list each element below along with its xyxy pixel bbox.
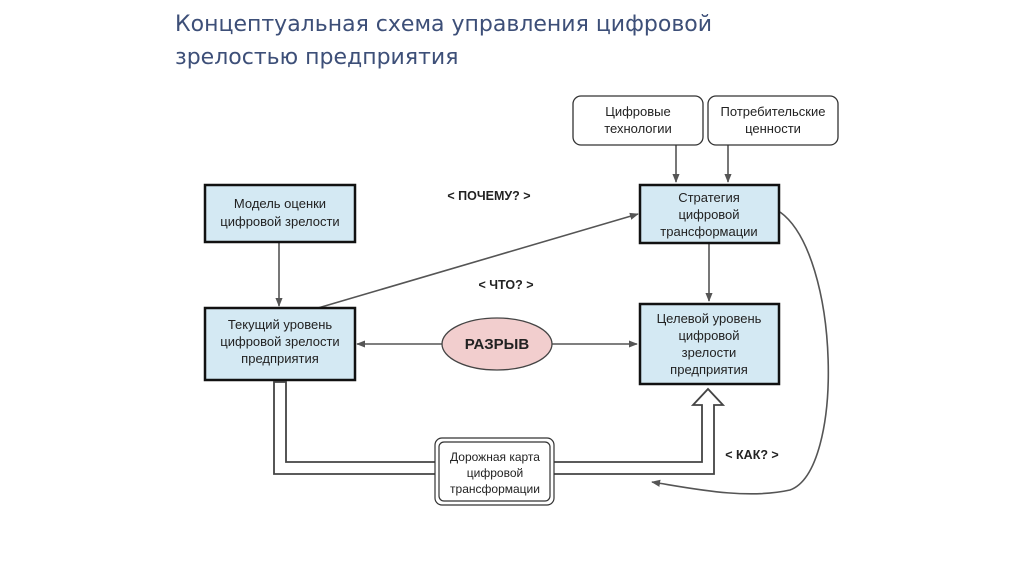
target-level-box: Целевой уровень цифровой зрелости предпр…: [638, 302, 781, 386]
why-label: < ПОЧЕМУ? >: [447, 189, 530, 203]
model-box-line-1: Модель оценки: [234, 196, 326, 211]
model-box-line-2: цифровой зрелости: [220, 214, 339, 229]
roadmap-box-line-3: трансформации: [450, 482, 540, 496]
roadmap-box-line-2: цифровой: [467, 466, 523, 480]
values-box: Потребительские ценности: [707, 95, 839, 146]
strategy-box-line-3: трансформации: [660, 224, 757, 239]
title-line-2: зрелостью предприятия: [175, 45, 459, 70]
target-box-line-2: цифровой: [678, 328, 739, 343]
target-box-line-4: предприятия: [670, 362, 748, 377]
current-box-line-2: цифровой зрелости: [220, 334, 339, 349]
slide-title: Концептуальная схема управления цифровой…: [175, 8, 875, 74]
model-box: Модель оценки цифровой зрелости: [203, 183, 357, 244]
gap-label: РАЗРЫВ: [465, 336, 530, 353]
title-line-1: Концептуальная схема управления цифровой: [175, 12, 713, 37]
target-box-line-3: зрелости: [682, 345, 737, 360]
arrow-strategy-to-roadmap: [651, 211, 830, 495]
gap-ellipse: РАЗРЫВ: [441, 317, 553, 371]
strategy-box-line-2: цифровой: [678, 207, 739, 222]
how-label: < КАК? >: [725, 448, 778, 462]
strategy-box-line-1: Стратегия: [678, 190, 740, 205]
current-box-line-1: Текущий уровень: [228, 317, 333, 332]
tech-box-line-2: технологии: [604, 121, 672, 136]
tech-box-line-1: Цифровые: [605, 104, 671, 119]
tech-box: Цифровые технологии: [572, 95, 704, 146]
roadmap-flow: [273, 381, 726, 475]
roadmap-box: Дорожная карта цифровой трансформации: [434, 437, 555, 506]
values-box-line-2: ценности: [745, 121, 801, 136]
current-box-line-3: предприятия: [241, 351, 319, 366]
target-box-line-1: Целевой уровень: [657, 311, 762, 326]
what-label: < ЧТО? >: [478, 278, 533, 292]
roadmap-box-line-1: Дорожная карта: [450, 450, 540, 464]
current-level-box: Текущий уровень цифровой зрелости предпр…: [203, 306, 357, 382]
arrow-current-to-strategy: [317, 212, 639, 309]
strategy-box: Стратегия цифровой трансформации: [638, 183, 781, 245]
roadmap-flow-outline: [273, 381, 726, 475]
values-box-line-1: Потребительские: [721, 104, 826, 119]
connectors: [275, 145, 830, 495]
